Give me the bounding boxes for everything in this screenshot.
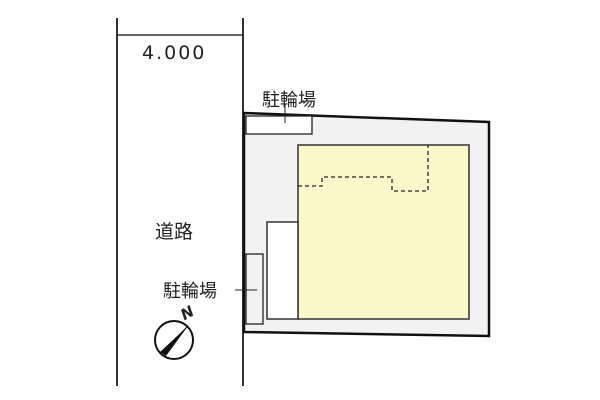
bicycle-parking-top-label: 駐輪場 [262,90,316,111]
entry-strip [266,221,299,320]
building-footprint [297,144,470,320]
bicycle-parking-left [245,253,264,325]
bicycle-parking-top [245,115,313,135]
building-dashed-outline [298,145,429,192]
road-name-label: 道路 [155,221,194,243]
north-compass-icon [154,320,194,360]
bicycle-parking-left-label: 駐輪場 [163,281,217,302]
road-width-label: 4.000 [142,42,207,64]
